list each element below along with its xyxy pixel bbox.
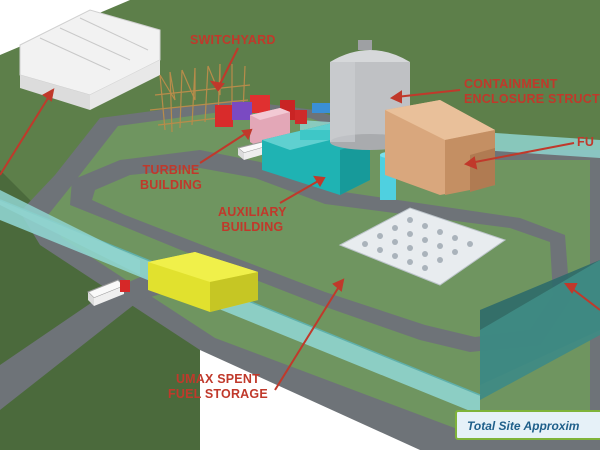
turbine-label: TURBINE BUILDING <box>140 163 202 193</box>
fuel-building-label: FU <box>577 135 594 150</box>
site-area-banner-text: Total Site Approxim <box>467 419 580 433</box>
transformers <box>215 95 307 127</box>
containment-label: CONTAINMENT ENCLOSURE STRUCT <box>464 77 600 107</box>
site-area-banner: Total Site Approxim <box>455 410 600 440</box>
switchyard-label-text: SWITCHYARD <box>190 33 276 47</box>
purple-unit <box>232 102 252 120</box>
truck-icon <box>87 279 130 306</box>
umax-label: UMAX SPENT FUEL STORAGE <box>168 372 268 402</box>
turbine-label-line2: BUILDING <box>140 178 203 192</box>
turbine-label-line1: TURBINE <box>142 163 200 177</box>
umax-label-line2: FUEL STORAGE <box>168 387 268 401</box>
switchyard-tower-icon <box>149 63 251 133</box>
warehouse-icon <box>19 9 161 110</box>
containment-label-line1: CONTAINMENT <box>464 77 558 91</box>
fence-right-face <box>480 260 600 400</box>
fence-left <box>0 190 140 275</box>
containment-label-line2: ENCLOSURE STRUCT <box>464 92 600 106</box>
auxiliary-label: AUXILIARY BUILDING <box>218 205 287 235</box>
fuel-building-label-text: FU <box>577 135 595 149</box>
auxiliary-label-line1: AUXILIARY <box>218 205 287 219</box>
inner-grass-2 <box>92 168 553 337</box>
umax-label-line1: UMAX SPENT <box>175 372 260 386</box>
storage-pad-icon <box>338 207 507 286</box>
switchyard-label: SWITCHYARD <box>190 33 276 48</box>
umax-storage <box>148 252 258 312</box>
auxiliary-label-line2: BUILDING <box>221 220 284 234</box>
blue-unit <box>312 103 330 113</box>
leader-lines <box>0 47 600 391</box>
